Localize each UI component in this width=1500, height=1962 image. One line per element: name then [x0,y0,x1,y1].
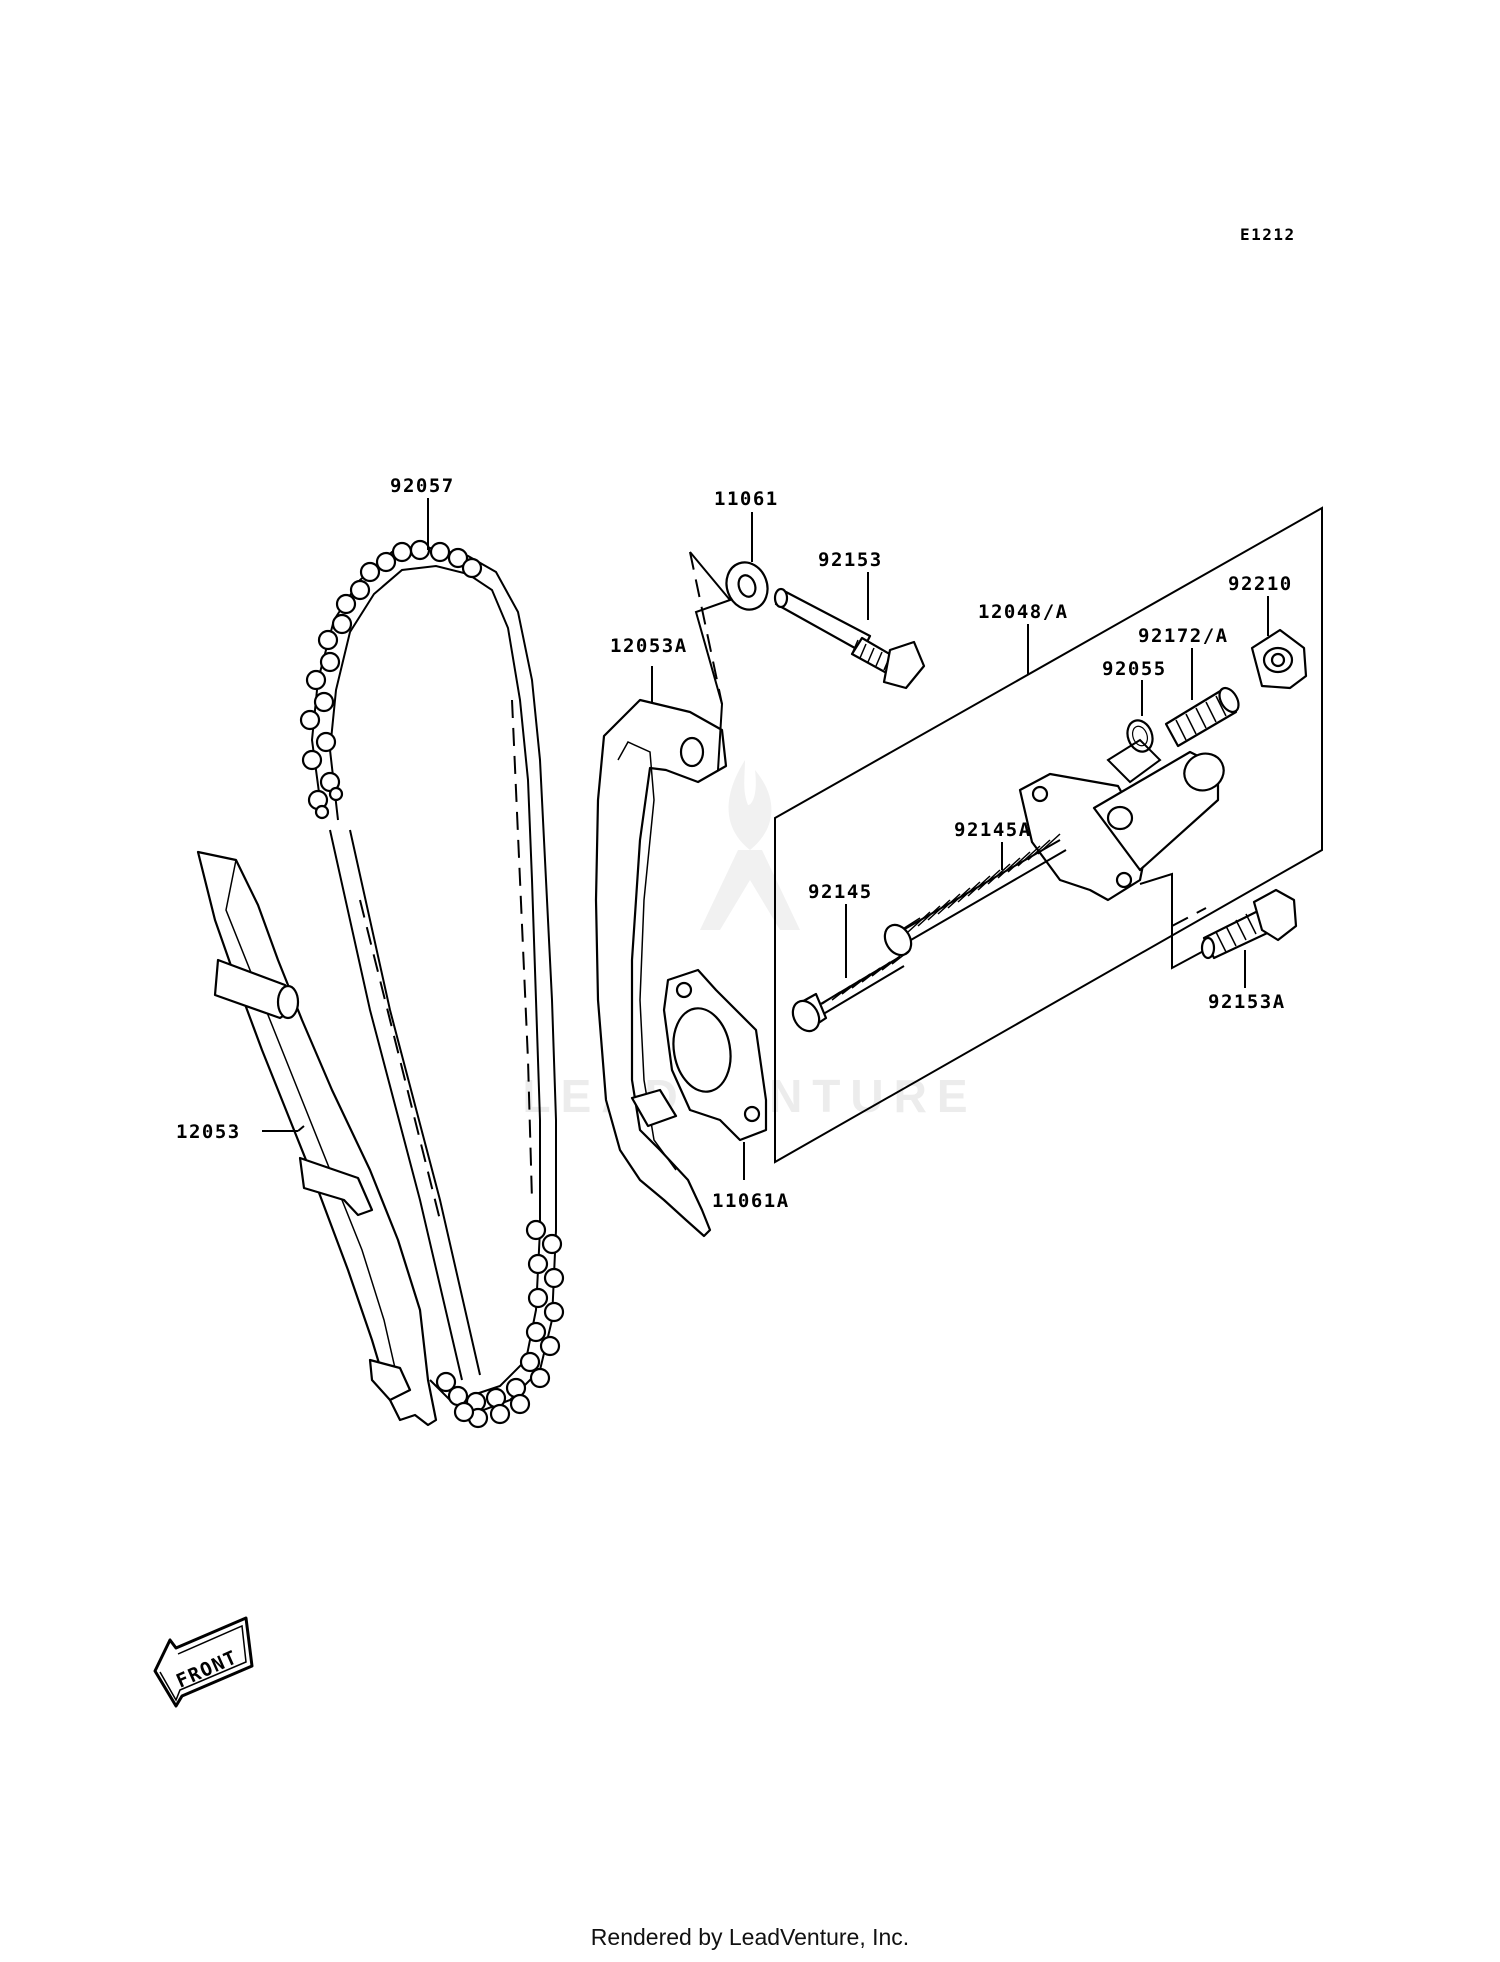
footer-credit: Rendered by LeadVenture, Inc. [590,1924,910,1950]
label-guide-left: 12053 [176,1121,241,1143]
leader-guide-left-tip [297,1125,305,1132]
label-guide-right: 12053A [610,635,688,657]
spring-a [883,833,1067,957]
spring [791,949,911,1033]
tensioner-body [1018,738,1225,902]
washer-top [725,561,769,611]
front-arrow-icon: FRONT [153,1616,254,1708]
label-spring: 92145 [808,881,873,903]
bracket-top-dash [689,551,723,705]
plug [1164,686,1240,748]
bolt-right [1200,888,1298,960]
label-o-ring: 92055 [1102,658,1167,680]
label-chain: 92057 [390,475,455,497]
cam-chain [299,539,565,1429]
bolt-top [773,587,926,690]
label-gasket: 11061A [712,1190,790,1212]
label-nut: 92210 [1228,573,1293,595]
label-washer-top: 11061 [714,488,779,510]
label-spring-a: 92145A [954,819,1032,841]
o-ring [1126,719,1154,753]
label-tensioner: 12048/A [978,601,1069,623]
label-plug: 92172/A [1138,625,1229,647]
chain-guide-left [196,850,438,1427]
tensioner-panel [774,506,1323,1164]
label-bolt-right: 92153A [1208,991,1286,1013]
bracket-top [689,551,732,771]
bracket-right-dash [1171,907,1207,927]
label-bolt-top: 92153 [818,549,883,571]
diagram-code: E1212 [1240,225,1296,244]
nut [1250,628,1308,690]
gasket [662,968,768,1142]
bracket-right [1139,872,1225,970]
chain-guide-right [594,698,728,1238]
